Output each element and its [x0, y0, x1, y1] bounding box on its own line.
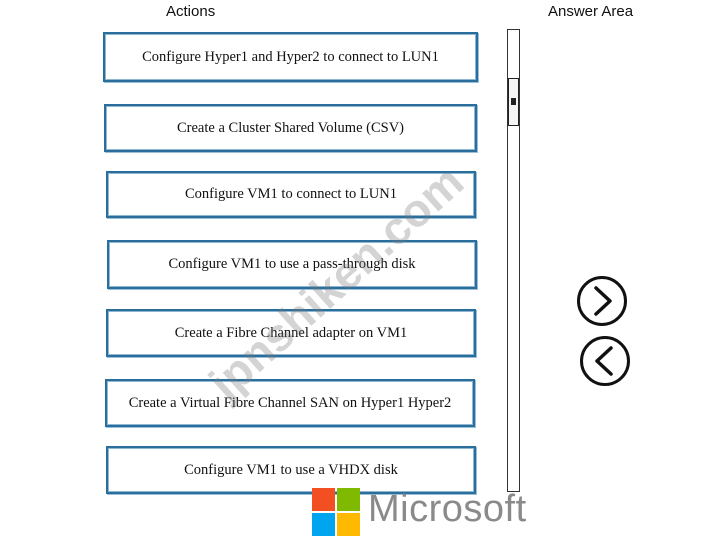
actions-heading: Actions — [166, 3, 216, 20]
action-item[interactable]: Configure VM1 to use a VHDX disk — [106, 446, 476, 494]
move-right-button[interactable] — [577, 276, 627, 326]
scrollbar-thumb[interactable] — [508, 78, 519, 126]
move-left-button[interactable] — [580, 336, 630, 386]
microsoft-wordmark: Microsoft — [368, 488, 527, 530]
logo-red-square — [312, 488, 335, 511]
chevron-left-icon — [595, 346, 613, 376]
logo-blue-square — [312, 513, 335, 536]
answer-area-heading: Answer Area — [548, 3, 634, 20]
action-item[interactable]: Create a Cluster Shared Volume (CSV) — [104, 104, 477, 152]
action-item[interactable]: Configure VM1 to use a pass-through disk — [107, 240, 477, 289]
scrollbar-track[interactable] — [507, 29, 520, 492]
action-item[interactable]: Configure Hyper1 and Hyper2 to connect t… — [103, 32, 478, 82]
action-item[interactable]: Create a Fibre Channel adapter on VM1 — [106, 309, 476, 357]
logo-yellow-square — [337, 513, 360, 536]
chevron-right-icon — [594, 286, 612, 316]
logo-green-square — [337, 488, 360, 511]
microsoft-logo-icon — [312, 488, 360, 536]
action-item[interactable]: Create a Virtual Fibre Channel SAN on Hy… — [105, 379, 475, 427]
scrollbar-grip — [511, 98, 516, 105]
action-item[interactable]: Configure VM1 to connect to LUN1 — [106, 171, 476, 218]
